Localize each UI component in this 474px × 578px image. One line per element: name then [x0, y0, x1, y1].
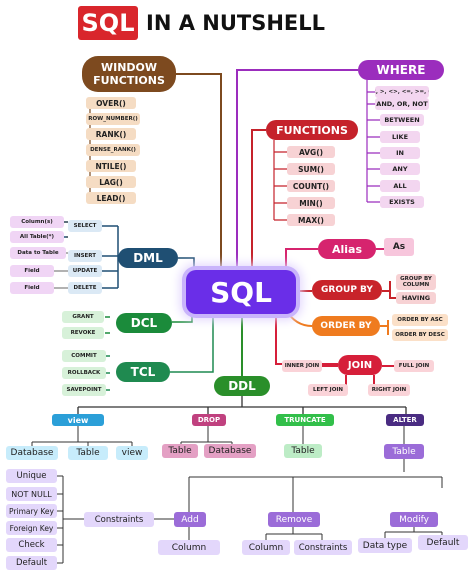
dml-desc: All Table(*) [10, 231, 64, 243]
alter-remove-node: Remove [268, 512, 320, 527]
function-item: MAX() [287, 214, 335, 226]
join-item: FULL JOIN [394, 360, 434, 372]
sql-center-node: SQL [186, 270, 296, 314]
connector-tcl [105, 312, 214, 391]
dcl-node: DCL [116, 313, 172, 333]
ddl-alter-item: Table [384, 444, 424, 459]
tcl-item: COMMIT [62, 350, 106, 362]
tcl-item: SAVEPOINT [62, 384, 106, 396]
connector-functions [251, 129, 266, 272]
ddl-view-item: view [116, 446, 148, 460]
ddl-node: DDL [214, 376, 270, 396]
order-by-item: ORDER BY ASC [392, 314, 448, 326]
where-item: IN [380, 147, 420, 159]
window-item: NTILE() [86, 160, 136, 172]
ddl-drop-item: Table [162, 444, 198, 458]
dml-node: DML [118, 248, 178, 268]
title-sql-badge: SQL [78, 6, 138, 40]
window-functions-node: WINDOW FUNCTIONS [82, 56, 176, 92]
connector-constraints-list [57, 475, 84, 564]
order-by-node: ORDER BY [312, 316, 380, 336]
constraints-node: Constraints [84, 512, 154, 527]
window-item: OVER() [86, 97, 136, 109]
where-item: LIKE [380, 131, 420, 143]
connector-where-items [366, 80, 380, 203]
join-item: RIGHT JOIN [368, 384, 410, 396]
dcl-item: REVOKE [62, 327, 104, 339]
where-item: <, >, <>, <=, >=, = [375, 86, 429, 98]
connector-where [236, 69, 358, 272]
window-item: LAG() [86, 176, 136, 188]
group-by-item: GROUP BY COLUMN [396, 274, 436, 290]
ddl-drop-item: Database [204, 444, 256, 458]
alias-item: As [384, 238, 414, 256]
window-item: RANK() [86, 128, 136, 140]
where-item: EXISTS [380, 196, 424, 208]
function-item: MIN() [287, 197, 335, 209]
where-item: ALL [380, 180, 420, 192]
order-by-item: ORDER BY DESC [392, 329, 448, 341]
window-item: ROW_NUMBER() [86, 113, 140, 125]
dcl-item: GRANT [62, 311, 104, 323]
window-item: LEAD() [86, 192, 136, 204]
join-item: LEFT JOIN [308, 384, 348, 396]
ddl-alter-header: ALTER [386, 414, 424, 426]
function-item: SUM() [287, 163, 335, 175]
dml-cmd: INSERT [68, 250, 102, 262]
ddl-drop-header: DROP [192, 414, 226, 426]
connector-join [275, 314, 394, 391]
where-item: ANY [380, 163, 420, 175]
functions-node: FUNCTIONS [266, 120, 358, 140]
ddl-view-header: view [52, 414, 104, 426]
connector-alias [285, 248, 384, 272]
alter-add-node: Add [174, 512, 206, 527]
tcl-node: TCL [116, 362, 170, 382]
dml-cmd: DELETE [68, 282, 102, 294]
dml-desc: Data to Table [10, 247, 66, 259]
function-item: AVG() [287, 146, 335, 158]
tcl-item: ROLLBACK [62, 367, 106, 379]
constraint-item: NOT NULL [6, 487, 57, 501]
dml-cmd: UPDATE [68, 265, 102, 277]
constraint-item: Check [6, 538, 57, 552]
function-item: COUNT() [287, 180, 335, 192]
connector-function-items [273, 140, 287, 221]
join-item: INNER JOIN [282, 360, 322, 372]
constraint-item: Default [6, 556, 57, 570]
alter-remove-item: Constraints [294, 540, 352, 555]
alter-modify-item: Data type [358, 538, 412, 553]
dml-cmd: SELECT [68, 220, 102, 232]
title-text: IN A NUTSHELL [146, 11, 326, 35]
constraint-item: Foreign Key [6, 521, 57, 535]
where-item: BETWEEN [380, 114, 424, 126]
group-by-node: GROUP BY [312, 280, 382, 300]
window-item: DENSE_RANK() [86, 144, 140, 156]
connector-groupby [296, 281, 396, 299]
constraint-item: Primary Key [6, 504, 57, 518]
dml-desc: Column(s) [10, 216, 64, 228]
connector-alter-tree [154, 459, 443, 540]
group-by-item: HAVING [396, 292, 436, 304]
where-item: AND, OR, NOT [375, 98, 429, 110]
ddl-view-item: Database [6, 446, 58, 460]
dml-desc: Field [10, 282, 54, 294]
alter-remove-item: Column [242, 540, 290, 555]
alter-add-item: Column [158, 540, 220, 555]
alias-node: Alias [318, 239, 376, 259]
constraint-item: Unique [6, 469, 57, 483]
alter-modify-item: Default [418, 535, 468, 550]
ddl-view-item: Table [68, 446, 108, 460]
connector-window [176, 73, 222, 272]
connector-ddl-branches [77, 396, 407, 414]
ddl-truncate-item: Table [284, 444, 322, 458]
alter-modify-node: Modify [390, 512, 438, 527]
join-node: JOIN [338, 355, 382, 375]
dml-desc: Field [10, 265, 54, 277]
ddl-truncate-header: TRUNCATE [276, 414, 334, 426]
where-node: WHERE [358, 60, 444, 80]
